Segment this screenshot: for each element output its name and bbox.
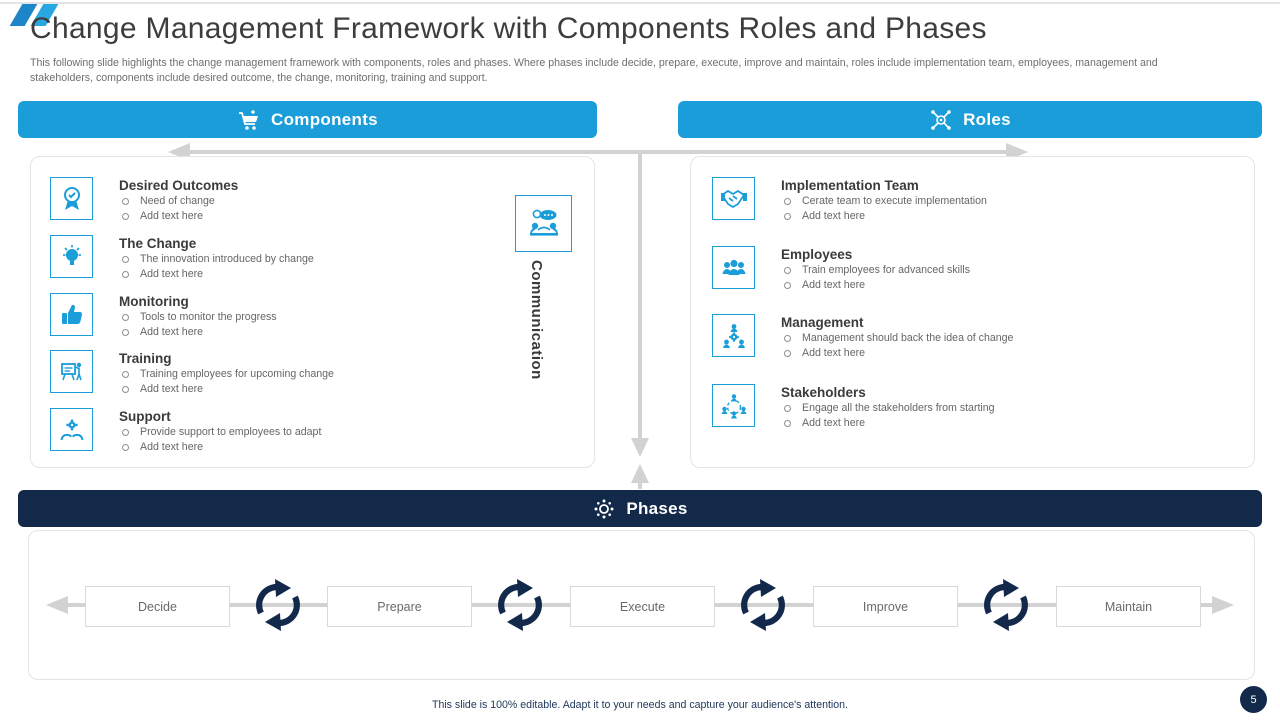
list-item[interactable]: Implementation Team Cerate team to execu… (712, 177, 987, 224)
item-bullet: Add text here (140, 383, 204, 395)
list-item[interactable]: Stakeholders Engage all the stakeholders… (712, 384, 995, 431)
item-bullet: Add text here (140, 210, 204, 222)
item-bullet: Add text here (802, 347, 866, 359)
communication-label: Communication (528, 260, 545, 380)
list-item[interactable]: Employees Train employees for advanced s… (712, 246, 970, 293)
item-bullet: Add text here (802, 279, 866, 291)
page-title: Change Management Framework with Compone… (30, 12, 987, 45)
phase-step-prepare[interactable]: Prepare (327, 586, 472, 627)
item-title: Monitoring (119, 294, 189, 309)
communication-icon[interactable] (515, 195, 572, 252)
phases-header[interactable]: Phases (18, 490, 1262, 527)
item-bullet: Add text here (140, 326, 204, 338)
gear-network-icon (929, 108, 953, 132)
roles-panel (690, 156, 1255, 468)
list-item[interactable]: Desired Outcomes Need of change Add text… (50, 177, 238, 224)
phase-step-improve[interactable]: Improve (813, 586, 958, 627)
components-panel (30, 156, 595, 468)
item-title: Employees (781, 247, 853, 262)
item-title: Training (119, 351, 172, 366)
item-bullet: Need of change (140, 195, 215, 207)
item-title: The Change (119, 236, 197, 251)
item-title: Support (119, 409, 171, 424)
phases-header-label: Phases (626, 498, 688, 518)
cart-icon (237, 108, 261, 132)
bulb-icon (50, 235, 93, 278)
phase-step-execute[interactable]: Execute (570, 586, 715, 627)
roles-header[interactable]: Roles (678, 101, 1262, 138)
item-title: Desired Outcomes (119, 178, 239, 193)
item-bullet: Management should back the idea of chang… (802, 332, 1014, 344)
support-icon (50, 408, 93, 451)
footer-note: This slide is 100% editable. Adapt it to… (431, 699, 849, 711)
components-header-label: Components (271, 109, 378, 129)
item-bullet: Add text here (140, 268, 204, 280)
item-bullet: Add text here (802, 210, 866, 222)
page-number-badge: 5 (1240, 686, 1267, 713)
process-icon (592, 497, 616, 521)
item-bullet: Cerate team to execute implementation (802, 195, 987, 207)
thumbs-up-icon (50, 293, 93, 336)
item-bullet: The innovation introduced by change (140, 253, 314, 265)
item-bullet: Tools to monitor the progress (140, 311, 277, 323)
components-header[interactable]: Components (18, 101, 597, 138)
cycle-arrows-icon (978, 577, 1034, 633)
item-bullet: Add text here (140, 441, 204, 453)
item-bullet: Training employees for upcoming change (140, 368, 334, 380)
list-item[interactable]: Training Training employees for upcoming… (50, 350, 334, 397)
item-title: Stakeholders (781, 385, 866, 400)
cycle-arrows-icon (735, 577, 791, 633)
employees-icon (712, 246, 755, 289)
training-icon (50, 350, 93, 393)
cycle-arrows-icon (250, 577, 306, 633)
award-icon (50, 177, 93, 220)
phase-step-decide[interactable]: Decide (85, 586, 230, 627)
management-icon (712, 314, 755, 357)
top-divider (0, 2, 1280, 4)
cycle-arrows-icon (492, 577, 548, 633)
item-title: Management (781, 315, 864, 330)
item-bullet: Add text here (802, 417, 866, 429)
page-subtitle: This following slide highlights the chan… (30, 57, 1158, 85)
phase-step-maintain[interactable]: Maintain (1056, 586, 1201, 627)
roles-header-label: Roles (963, 109, 1011, 129)
stakeholders-icon (712, 384, 755, 427)
list-item[interactable]: The Change The innovation introduced by … (50, 235, 314, 282)
item-bullet: Provide support to employees to adapt (140, 426, 322, 438)
item-bullet: Train employees for advanced skills (802, 264, 971, 276)
item-bullet: Engage all the stakeholders from startin… (802, 402, 995, 414)
list-item[interactable]: Management Management should back the id… (712, 314, 1013, 361)
list-item[interactable]: Support Provide support to employees to … (50, 408, 321, 455)
item-title: Implementation Team (781, 178, 919, 193)
list-item[interactable]: Monitoring Tools to monitor the progress… (50, 293, 277, 340)
handshake-icon (712, 177, 755, 220)
